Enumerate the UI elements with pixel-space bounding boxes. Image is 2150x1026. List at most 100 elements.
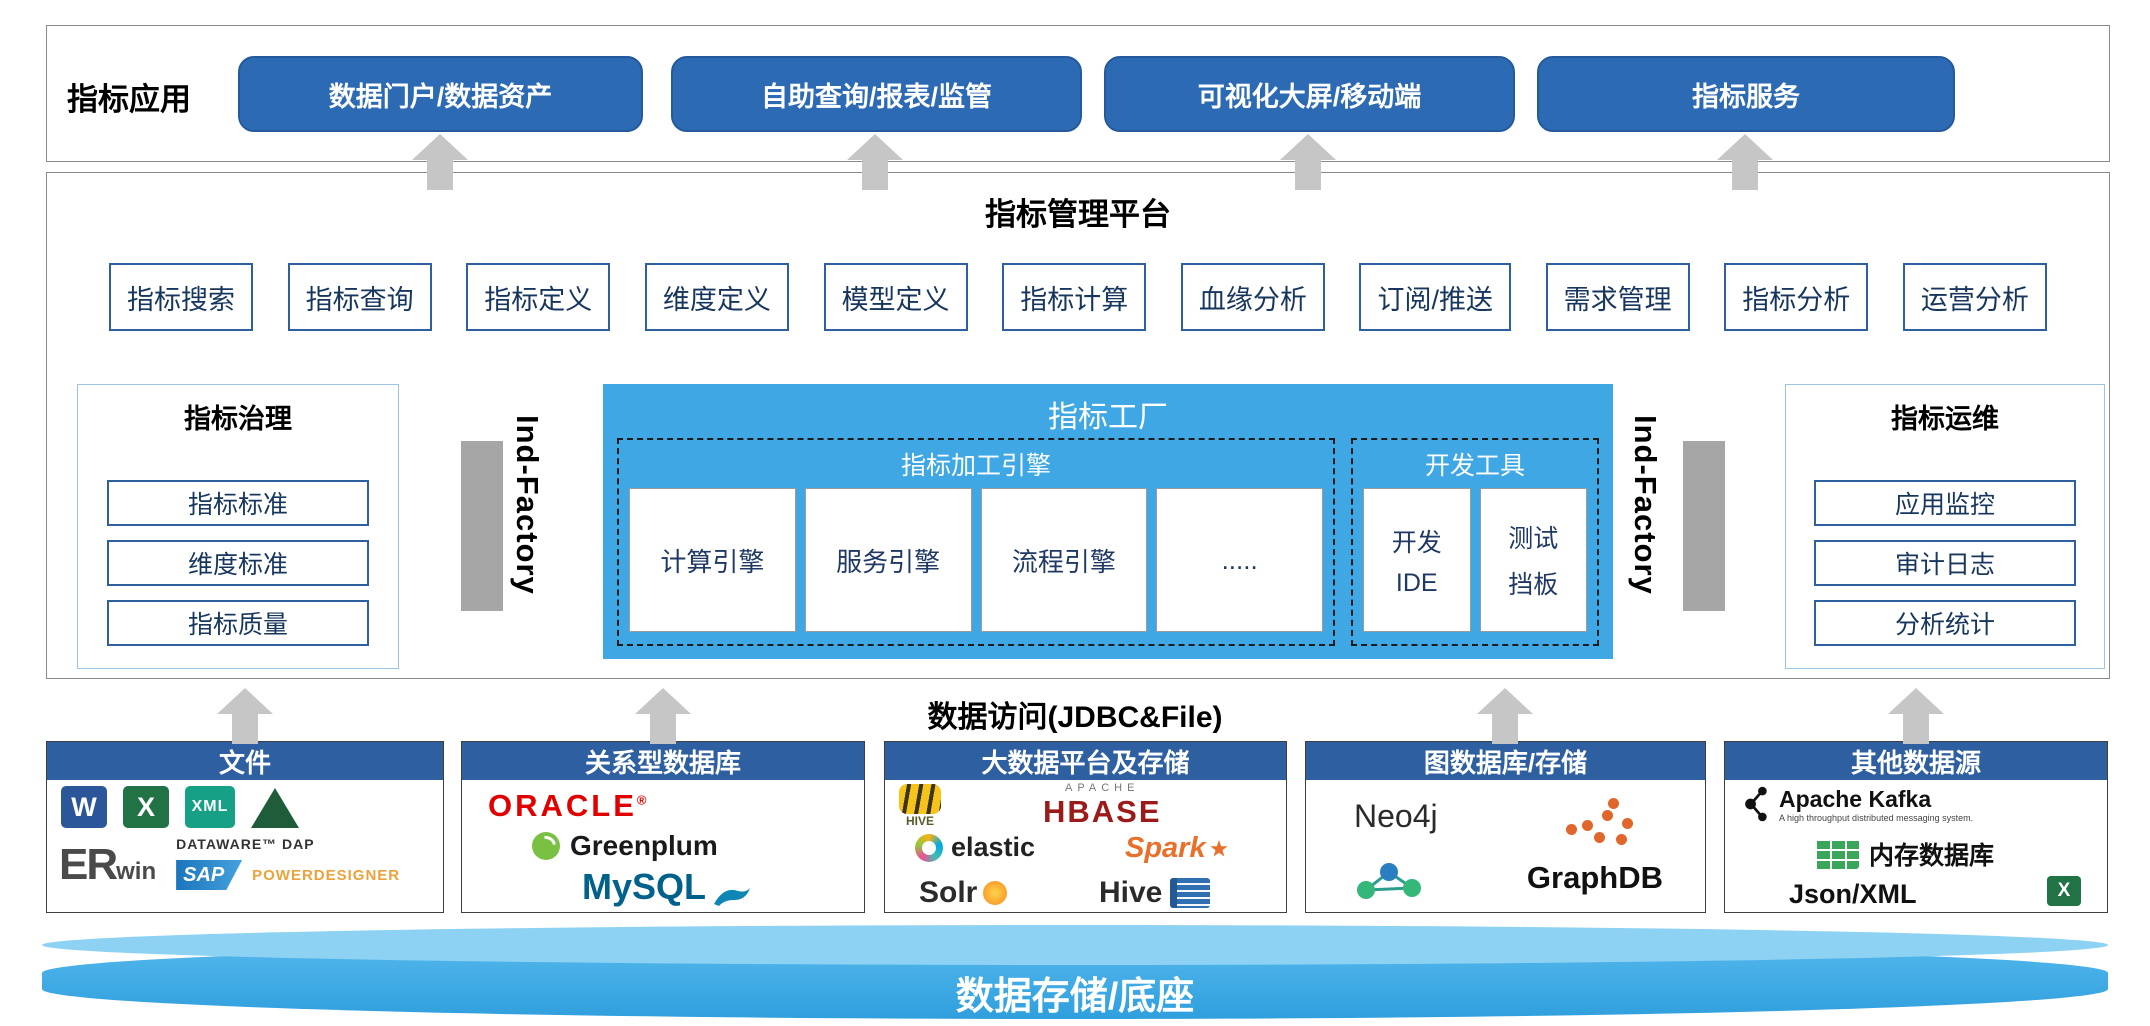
datasource-relational: 关系型数据库 ORACLE® Greenplum MySQL	[461, 741, 865, 913]
hive-text: Hive	[1099, 876, 1163, 909]
ops-title: 指标运维	[1891, 404, 1999, 434]
app-button-metric-service: 指标服务	[1537, 56, 1955, 132]
greenplum-logo: Greenplum	[532, 830, 718, 862]
datasource-relational-body: ORACLE® Greenplum MySQL	[462, 780, 864, 912]
up-arrow-icon	[217, 688, 273, 744]
elastic-logo-text: elastic	[951, 832, 1036, 862]
engine-more: .....	[1156, 488, 1323, 632]
storage-cylinder: 数据存储/底座	[42, 925, 2108, 1025]
storage-cylinder-top	[42, 925, 2108, 965]
hbase-apache-text: APACHE	[1065, 782, 1140, 794]
app-button-label: 自助查询/报表/监管	[760, 81, 992, 112]
datasource-bigdata-title: 大数据平台及存储	[885, 742, 1286, 780]
app-layer-box: 指标应用 数据门户/数据资产 自助查询/报表/监管 可视化大屏/移动端 指标服务	[46, 25, 2110, 162]
hbase-logo: APACHE HBASE	[1043, 782, 1162, 830]
json-xml-row: Json/XML	[1789, 879, 1917, 910]
up-arrow-icon	[1280, 134, 1336, 190]
mysql-logo-text: MySQL	[582, 866, 707, 907]
capability-metric-calculation: 指标计算	[1002, 263, 1147, 331]
kafka-icon	[1745, 786, 1767, 822]
devtools-group-title: 开发工具	[1424, 452, 1525, 480]
capability-subscribe-push: 订阅/推送	[1359, 263, 1511, 331]
governance-item-dimension: 维度标准	[107, 540, 369, 586]
hbase-logo-text: HBASE	[1043, 794, 1162, 829]
governance-item-standard: 指标标准	[107, 480, 369, 526]
capability-operation-analysis: 运营分析	[1902, 263, 2047, 331]
datasource-other-body: Apache Kafka A high throughput distribut…	[1725, 780, 2107, 912]
datasource-files: 文件 W X XML ERwin DATAWARE™ DAP SAP POWER…	[46, 741, 444, 913]
memory-db-row: 内存数据库	[1815, 836, 1994, 872]
bridge-bar-right	[1683, 441, 1725, 611]
powerdesigner-logo: POWERDESIGNER	[252, 866, 401, 884]
capability-metric-query: 指标查询	[287, 263, 432, 331]
excel-icon: X	[2047, 876, 2081, 906]
up-arrow-icon	[847, 134, 903, 190]
devtool-ide: 开发 IDE	[1363, 488, 1471, 632]
ops-panel: 指标运维 应用监控 审计日志 分析统计	[1785, 384, 2105, 669]
governance-panel: 指标治理 指标标准 维度标准 指标质量	[77, 384, 399, 669]
governance-item-quality: 指标质量	[107, 600, 369, 646]
devtool-ide-line1: 开发	[1391, 528, 1442, 557]
capability-lineage-analysis: 血缘分析	[1180, 263, 1325, 331]
mysql-logo: MySQL	[582, 866, 752, 908]
neo4j-logo: Neo4j	[1354, 798, 1438, 834]
platform-box: 指标管理平台 指标搜索 指标查询 指标定义 维度定义 模型定义 指标计算 血缘分…	[46, 172, 2110, 679]
graphdb-logo: GraphDB	[1526, 860, 1663, 895]
solr-sun-icon	[983, 881, 1008, 905]
capability-model-definition: 模型定义	[823, 263, 968, 331]
spark-star-icon	[1210, 839, 1228, 856]
storage-label: 数据存储/底座	[955, 976, 1195, 1018]
oracle-logo-text: ORACLE	[488, 788, 637, 823]
kafka-tagline: A high throughput distributed messaging …	[1779, 812, 1974, 823]
bridge-bar-left	[461, 441, 503, 611]
devtool-test-stub: 测试 挡板	[1479, 488, 1587, 632]
capability-row: 指标搜索 指标查询 指标定义 维度定义 模型定义 指标计算 血缘分析 订阅/推送…	[109, 263, 2047, 331]
datasource-bigdata: 大数据平台及存储 HIVE APACHE HBASE elastic Spark	[884, 741, 1287, 913]
up-arrow-icon	[1477, 688, 1533, 744]
up-arrow-icon	[1717, 134, 1773, 190]
ops-item-monitoring: 应用监控	[1814, 480, 2076, 526]
hive-bee-icon	[899, 784, 941, 814]
table-grid-icon	[1815, 839, 1859, 869]
datasource-other-title: 其他数据源	[1725, 742, 2107, 780]
up-arrow-icon	[635, 688, 691, 744]
json-xml-label: Json/XML	[1789, 879, 1917, 909]
devtools-group: 开发工具 开发 IDE 测试 挡板	[1351, 438, 1599, 646]
capability-metric-analysis: 指标分析	[1724, 263, 1869, 331]
governance-title: 指标治理	[184, 404, 292, 434]
engine-group: 指标加工引擎 计算引擎 服务引擎 流程引擎 .....	[617, 438, 1335, 646]
engine-service: 服务引擎	[804, 488, 972, 632]
app-button-label: 数据门户/数据资产	[328, 81, 553, 112]
spark-logo: Spark	[1125, 832, 1228, 865]
solr-logo-text: Solr	[919, 876, 978, 909]
greenplum-icon	[532, 832, 560, 860]
datasource-graph-body: Neo4j GraphDB	[1306, 780, 1705, 912]
dataware-logo: DATAWARE™ DAP	[176, 836, 315, 852]
engine-group-title: 指标加工引擎	[900, 452, 1051, 480]
sap-logo: SAP	[176, 860, 243, 890]
erwin-logo-small: win	[116, 858, 157, 885]
datasource-other: 其他数据源 Apache Kafka A high throughput dis…	[1724, 741, 2108, 913]
engine-row: 计算引擎 服务引擎 流程引擎 .....	[629, 488, 1323, 632]
capability-requirement-mgmt: 需求管理	[1545, 263, 1690, 331]
bridge-label-left: Ind-Factory	[510, 415, 545, 595]
devtools-row: 开发 IDE 测试 挡板	[1363, 488, 1587, 632]
up-arrow-icon	[412, 134, 468, 190]
platform-title: 指标管理平台	[985, 197, 1171, 232]
app-button-label: 可视化大屏/移动端	[1197, 81, 1422, 112]
sap-logo-text: SAP	[183, 863, 225, 886]
datasource-graph: 图数据库/存储 Neo4j GraphDB	[1305, 741, 1706, 913]
app-button-visualization: 可视化大屏/移动端	[1104, 56, 1515, 132]
datasource-bigdata-body: HIVE APACHE HBASE elastic Spark Solr	[885, 780, 1286, 912]
erwin-logo-big: ER	[59, 840, 118, 889]
app-button-label: 指标服务	[1692, 81, 1800, 112]
engine-process: 流程引擎	[980, 488, 1148, 632]
oracle-logo: ORACLE®	[488, 788, 649, 824]
molecule-icon	[1357, 863, 1421, 899]
spark-logo-text: Spark	[1125, 832, 1206, 864]
devtool-test-line1: 测试	[1508, 525, 1559, 553]
ops-item-audit-log: 审计日志	[1814, 540, 2076, 586]
devtool-ide-line2: IDE	[1395, 568, 1438, 597]
kafka-logo: Apache Kafka A high throughput distribut…	[1743, 784, 1973, 824]
